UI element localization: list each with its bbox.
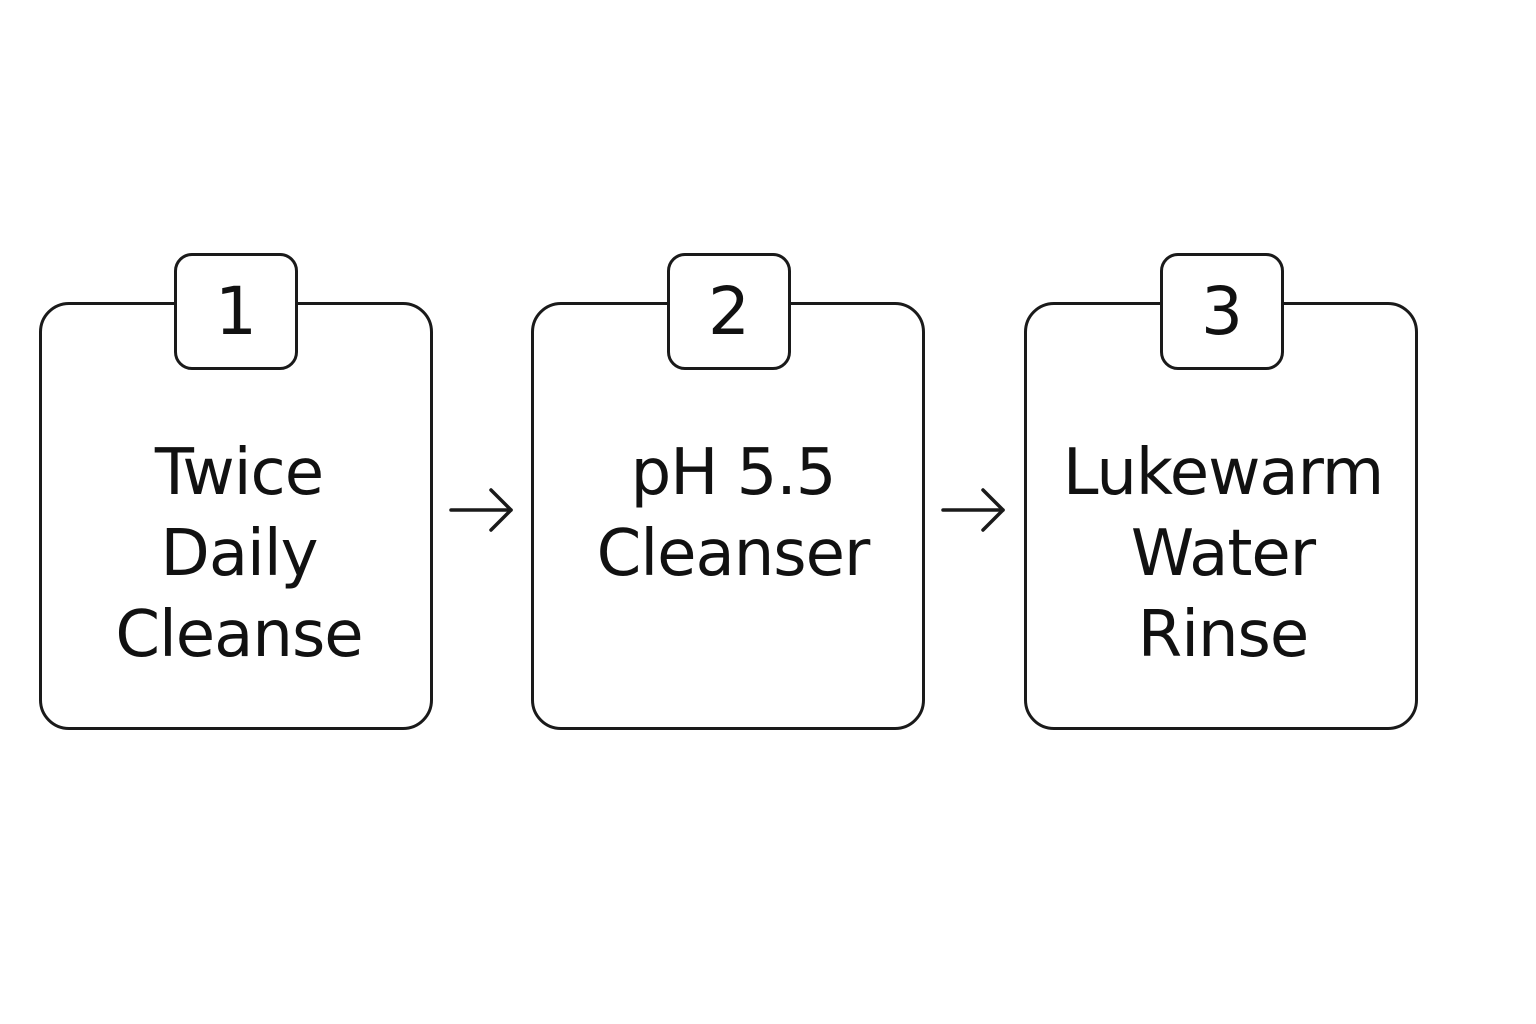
- step-3-label-line-2: Water: [1130, 517, 1316, 591]
- right-arrow-icon: [449, 488, 513, 532]
- step-1-label-line-3: Cleanse: [115, 598, 363, 672]
- step-3-card: [1024, 302, 1418, 730]
- step-1-number-badge: 1: [174, 253, 298, 370]
- step-2-label-line-1: pH 5.5: [630, 436, 837, 510]
- step-3-label: Lukewarm Water Rinse: [1026, 433, 1420, 676]
- step-3-number: 3: [1201, 272, 1243, 350]
- step-2-number: 2: [708, 272, 750, 350]
- step-1-number: 1: [215, 272, 257, 350]
- right-arrow-icon: [941, 488, 1005, 532]
- step-2-number-badge: 2: [667, 253, 791, 370]
- step-1-card: [39, 302, 433, 730]
- step-1-label: Twice Daily Cleanse: [42, 433, 436, 676]
- step-1-label-line-2: Daily: [160, 517, 319, 591]
- step-1-label-line-1: Twice: [154, 436, 324, 510]
- step-2-label: pH 5.5 Cleanser: [536, 433, 930, 595]
- step-3-label-line-1: Lukewarm: [1062, 436, 1384, 510]
- step-3-label-line-3: Rinse: [1137, 598, 1310, 672]
- step-2-card: [531, 302, 925, 730]
- step-2-label-line-2: Cleanser: [596, 517, 871, 591]
- step-3-number-badge: 3: [1160, 253, 1284, 370]
